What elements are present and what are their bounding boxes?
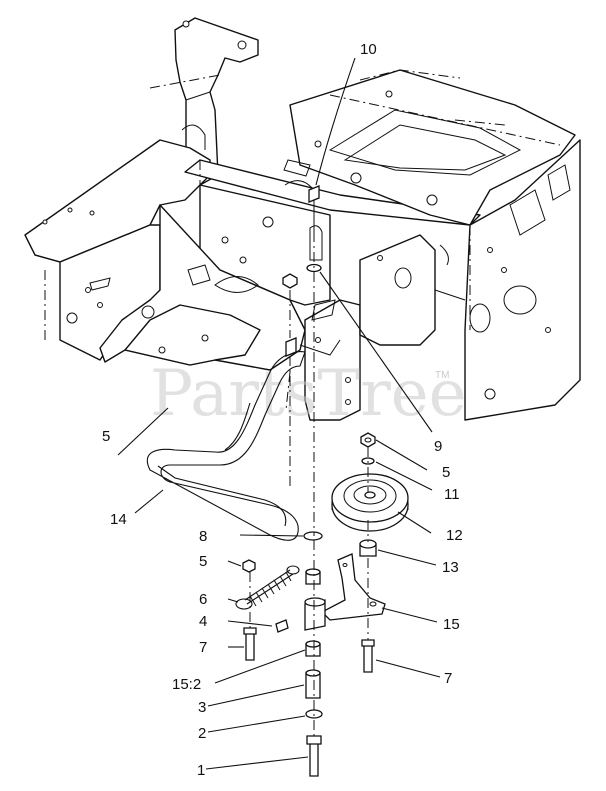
chassis-frame bbox=[24, 17, 581, 421]
callout-5-right: 5 bbox=[442, 464, 450, 481]
callout-4: 4 bbox=[199, 613, 207, 630]
callout-14: 14 bbox=[110, 511, 127, 528]
assembly-axis-lines bbox=[249, 232, 369, 740]
idler-arm-15 bbox=[304, 553, 386, 631]
callout-2: 2 bbox=[198, 725, 206, 742]
spacer-13 bbox=[359, 539, 377, 557]
callout-7-left: 7 bbox=[199, 639, 207, 656]
callout-6: 6 bbox=[199, 591, 207, 608]
callout-9: 9 bbox=[434, 438, 442, 455]
callout-15-2: 15:2 bbox=[172, 676, 201, 693]
callout-labels: 10 9 5 5 11 14 12 8 13 5 6 15 4 7 7 15:2… bbox=[102, 41, 463, 779]
nut-5-spring bbox=[242, 559, 256, 573]
callout-3: 3 bbox=[198, 699, 206, 716]
bushing-upper bbox=[305, 568, 321, 585]
washer-8 bbox=[303, 531, 323, 541]
nut-5-right bbox=[360, 432, 376, 448]
idler-pulley-12 bbox=[331, 473, 409, 532]
callout-7-right: 7 bbox=[444, 670, 452, 687]
spring-6 bbox=[235, 565, 300, 610]
bolt-1 bbox=[306, 735, 322, 777]
callout-12: 12 bbox=[446, 527, 463, 544]
spacer-3 bbox=[305, 669, 321, 699]
bushing-15-2 bbox=[305, 640, 321, 657]
callout-11: 11 bbox=[444, 486, 460, 503]
callout-13: 13 bbox=[442, 559, 459, 576]
drive-belt-14 bbox=[147, 351, 306, 541]
bracket-post bbox=[285, 337, 297, 357]
watermark-tm: TM bbox=[435, 370, 449, 381]
bolt-7-left bbox=[243, 627, 257, 661]
callout-5-spring: 5 bbox=[199, 553, 207, 570]
callout-8: 8 bbox=[199, 528, 207, 545]
watermark-text: PartsTree bbox=[150, 357, 467, 431]
callout-5-left: 5 bbox=[102, 428, 110, 445]
leader-lines bbox=[117, 57, 441, 770]
callout-10: 10 bbox=[360, 41, 377, 58]
callout-15: 15 bbox=[443, 616, 460, 633]
nut-5-left bbox=[282, 273, 298, 289]
callout-1: 1 bbox=[197, 762, 205, 779]
bolt-7-right bbox=[361, 639, 375, 673]
stud-4 bbox=[275, 619, 289, 633]
bolt-10 bbox=[308, 185, 320, 232]
